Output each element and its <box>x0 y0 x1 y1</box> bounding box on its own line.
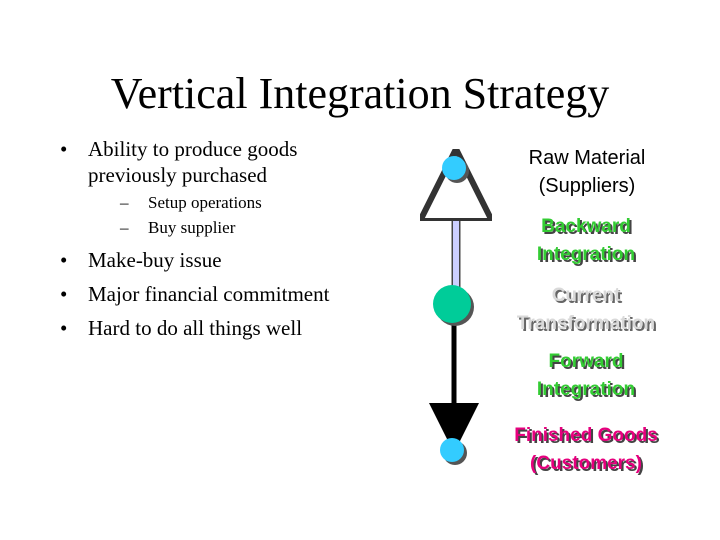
sub-bullet-marker: – <box>120 218 129 237</box>
svg-text:Forward: Forward <box>549 351 624 372</box>
sub-bullet-item: – Buy supplier <box>88 217 390 239</box>
svg-text:Backward: Backward <box>543 218 633 239</box>
bullet-item: • Make-buy issue <box>60 247 390 273</box>
svg-text:Forward: Forward <box>551 353 626 374</box>
sub-bullet-item: – Setup operations <box>88 192 390 214</box>
sub-bullet-marker: – <box>120 193 129 212</box>
bullet-item: • Ability to produce goods previously pu… <box>60 136 390 239</box>
bullet-marker: • <box>60 316 68 340</box>
bullet-marker: • <box>60 282 68 306</box>
sub-bullet-text: Buy supplier <box>148 218 236 237</box>
svg-text:Integration: Integration <box>539 246 637 267</box>
svg-text:Integration: Integration <box>537 244 635 265</box>
svg-text:Current: Current <box>552 285 621 306</box>
svg-text:Finished Goods: Finished Goods <box>516 427 660 448</box>
svg-text:(Customers): (Customers) <box>530 453 642 474</box>
bullet-list: • Ability to produce goods previously pu… <box>60 136 390 349</box>
svg-text:(Suppliers): (Suppliers) <box>539 175 636 197</box>
bullet-text-line: Hard to do all things well <box>88 316 303 340</box>
bullet-text-line: Ability to produce goods <box>88 137 298 161</box>
bullet-item: • Hard to do all things well <box>60 315 390 341</box>
sub-bullet-text: Setup operations <box>148 193 262 212</box>
finished-goods-node <box>440 438 464 462</box>
bullet-text-line: Make-buy issue <box>88 248 222 272</box>
bullet-marker: • <box>60 137 68 161</box>
raw-material-node <box>442 156 466 180</box>
svg-text:Raw Material: Raw Material <box>529 147 646 169</box>
sub-bullet-list: – Setup operations – Buy supplier <box>88 192 390 239</box>
svg-text:Finished Goods: Finished Goods <box>514 425 658 446</box>
svg-text:Transformation: Transformation <box>517 313 655 334</box>
bullet-item: • Major financial commitment <box>60 281 390 307</box>
svg-text:Current: Current <box>554 287 623 308</box>
svg-text:Integration: Integration <box>539 381 637 402</box>
current-transformation-label: Current Current Transformation Transform… <box>517 285 657 336</box>
bullet-text-line: previously purchased <box>88 163 268 187</box>
raw-material-label: Raw Material (Suppliers) <box>529 147 646 197</box>
current-transformation-node <box>433 285 471 323</box>
backward-integration-label: Backward Backward Integration Integratio… <box>537 216 637 267</box>
bullet-marker: • <box>60 248 68 272</box>
svg-text:(Customers): (Customers) <box>532 455 644 476</box>
bullet-text-line: Major financial commitment <box>88 282 330 306</box>
forward-integration-label: Forward Forward Integration Integration <box>537 351 637 402</box>
svg-text:Integration: Integration <box>537 379 635 400</box>
finished-goods-label: Finished Goods Finished Goods (Customers… <box>514 425 660 476</box>
slide-title: Vertical Integration Strategy <box>110 69 610 118</box>
svg-text:Transformation: Transformation <box>519 315 657 336</box>
svg-text:Backward: Backward <box>541 216 631 237</box>
